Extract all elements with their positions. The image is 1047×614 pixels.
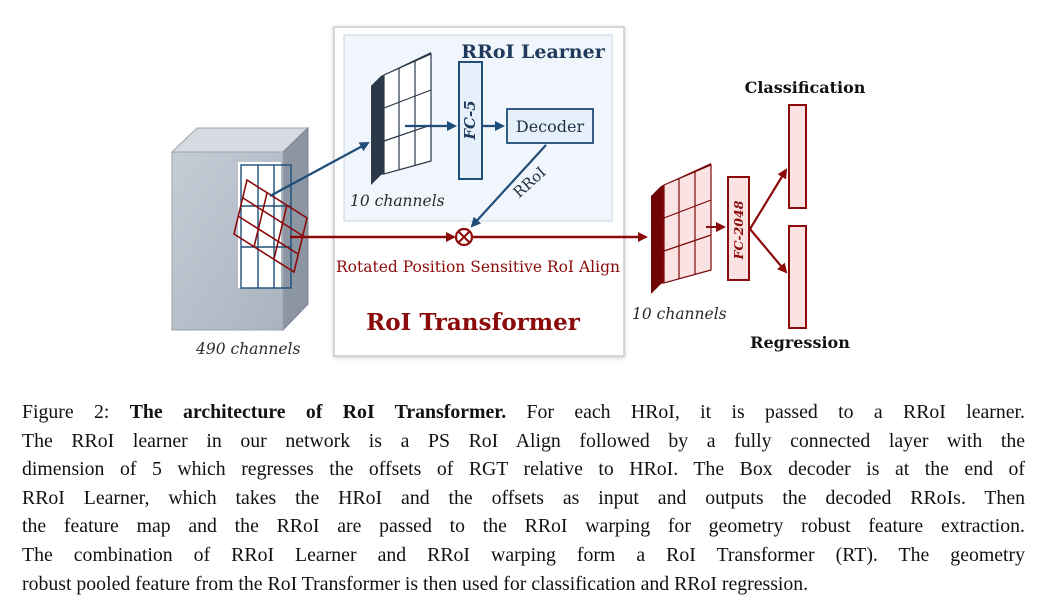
caption-line: dimension of 5 which regresses the offse…	[22, 458, 1025, 481]
learner-channels-label: 10 channels	[350, 192, 445, 210]
caption-bold-title: The architecture of RoI Transformer.	[129, 401, 507, 423]
align-operator-icon	[454, 227, 474, 247]
caption-line: The RRoI learner in our network is a PS …	[22, 429, 1025, 452]
feature-map-block	[170, 126, 310, 332]
caption-line: robust pooled feature from the RoI Trans…	[22, 572, 809, 595]
caption-line-rest: For each HRoI, it is passed to a RRoI le…	[506, 401, 1025, 423]
roi-transformer-title: RoI Transformer	[366, 309, 581, 336]
caption-line: the feature map and the RRoI are passed …	[22, 515, 1025, 538]
arrow-decoder-to-align	[470, 144, 547, 228]
learner-feature-block	[371, 52, 432, 185]
fc2048-layer	[727, 176, 750, 281]
fc5-label: FC-5	[461, 100, 479, 140]
arrow-to-regression	[749, 228, 788, 274]
figure-caption: Figure 2: The architecture of RoI Transf…	[22, 398, 1025, 598]
caption-line: Figure 2: The architecture of RoI Transf…	[22, 398, 1025, 427]
regression-label: Regression	[750, 333, 850, 352]
classification-output	[788, 104, 807, 209]
arrow-to-classification	[749, 168, 788, 230]
caption-line: The combination of RRoI Learner and RRoI…	[22, 543, 1025, 566]
caption-line: RRoI Learner, which takes the HRoI and t…	[22, 486, 1025, 509]
caption-prefix: Figure 2:	[22, 401, 130, 423]
decoder-box	[506, 108, 594, 144]
regression-output	[788, 225, 807, 329]
output-channels-label: 10 channels	[632, 305, 727, 323]
feature-channels-label: 490 channels	[195, 340, 301, 358]
arrow-feature-to-learner	[269, 142, 370, 197]
psroi-align-label: Rotated Position Sensitive RoI Align	[336, 258, 620, 276]
rroi-learner-title: RRoI Learner	[461, 41, 605, 63]
fc2048-label: FC-2048	[731, 200, 746, 260]
decoder-label: Decoder	[516, 117, 585, 136]
architecture-diagram: FC-5 Decoder RRoI Learner 10 channels RR…	[170, 26, 866, 358]
classification-label: Classification	[745, 78, 866, 97]
output-feature-block	[651, 163, 712, 294]
fc5-layer	[458, 61, 483, 180]
